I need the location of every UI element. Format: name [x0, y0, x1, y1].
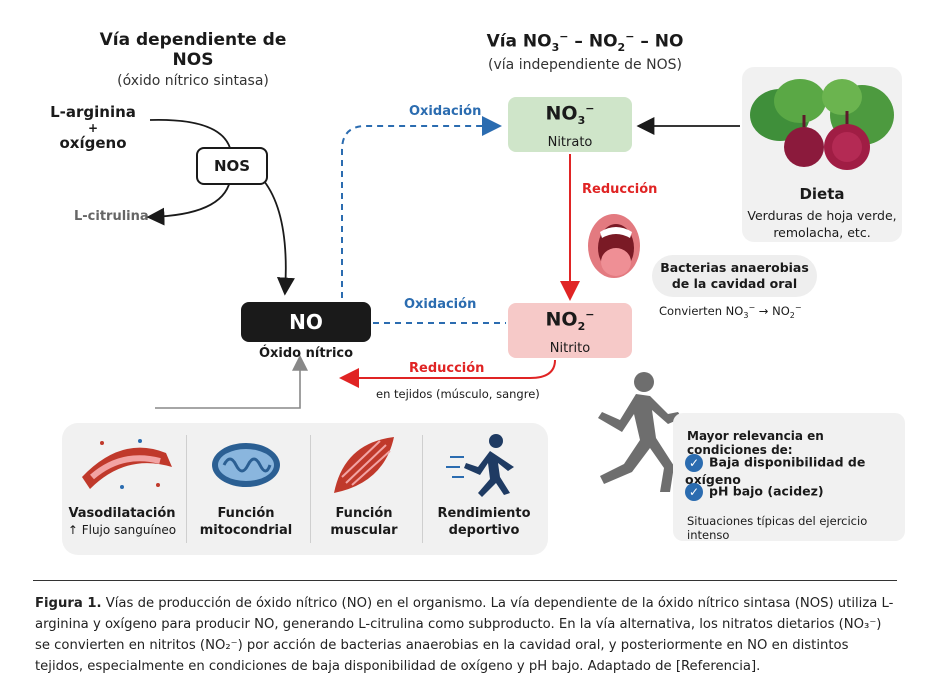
nitrite-formula: NO2− — [545, 308, 595, 334]
label-oxidation-mid: Oxidación — [404, 297, 477, 312]
condition-item: ✓pH bajo (acidez) — [685, 483, 824, 501]
substrate-oxygen: oxígeno — [59, 134, 127, 152]
mouth-icon — [588, 214, 640, 278]
diet-text: Verduras de hoja verde, remolacha, etc. — [747, 208, 897, 240]
runner-icon — [446, 434, 514, 497]
arrow-no-oxidation-nitrate — [341, 116, 502, 298]
label-reduction-vertical: Reducción — [582, 182, 658, 197]
conditions-title: Mayor relevancia en condiciones de: — [687, 429, 824, 457]
muscle-icon — [334, 437, 394, 493]
nitrate-formula: NO3− — [545, 102, 595, 128]
caption-label: Figura 1. — [35, 596, 102, 611]
arrow-nitrite-to-no — [339, 359, 556, 388]
nitrite-name: Nitrito — [549, 340, 591, 356]
left-pathway-header: Vía dependiente de NOS (óxido nítrico si… — [78, 30, 308, 89]
nos-substrates: L-arginina + oxígeno — [38, 103, 148, 153]
diet-title: Dieta — [799, 185, 845, 203]
bacteria-label: Bacterias anaerobias de la cavidad oral — [660, 260, 809, 291]
label-reduction-bottom: Reducción — [409, 361, 485, 376]
effect-label: Función muscular — [330, 506, 398, 538]
no-name: Óxido nítrico — [258, 346, 354, 361]
substrate-plus: + — [87, 121, 99, 135]
right-pathway-subtitle: (vía independiente de NOS) — [488, 57, 682, 74]
byproduct-citrulline: L-citrulina — [74, 209, 149, 224]
check-icon: ✓ — [685, 483, 703, 501]
arrow-substrates-to-nos — [149, 119, 231, 149]
arrow-effects-to-no — [155, 354, 308, 409]
conditions-footer: Situaciones típicas del ejercicio intens… — [687, 514, 868, 542]
no-box: NO — [241, 302, 371, 342]
figure-caption: Figura 1. Vías de producción de óxido ní… — [35, 593, 897, 677]
caption-text: Vías de producción de óxido nítrico (NO)… — [35, 596, 894, 674]
effect-label: Rendimiento deportivo — [437, 506, 531, 538]
nitrate-name: Nitrato — [547, 134, 593, 150]
bacteria-conversion: Convierten NO3− → NO2− — [659, 303, 802, 321]
right-pathway-title: Vía NO3− – NO2− – NO — [486, 30, 684, 55]
substrate-arginine: L-arginina — [50, 103, 136, 121]
effect-label: Función mitocondrial — [199, 506, 293, 538]
effect-label: Vasodilatación ↑ Flujo sanguíneo — [67, 506, 177, 537]
runner-silhouette-icon — [598, 372, 682, 492]
check-icon: ✓ — [685, 454, 703, 472]
effect-performance: Rendimiento deportivo — [424, 423, 544, 555]
effect-divider — [310, 435, 311, 543]
nos-enzyme-box: NOS — [196, 147, 268, 185]
condition-item: ✓Baja disponibilidad de oxígeno — [685, 454, 866, 487]
left-pathway-title: Vía dependiente de NOS — [99, 30, 287, 70]
label-oxidation-top: Oxidación — [409, 104, 482, 119]
vegetables-icon — [750, 79, 894, 170]
mitochondrion-icon — [212, 443, 280, 487]
conditions-panel: Mayor relevancia en condiciones de: ✓Baj… — [673, 413, 905, 542]
arrow-nos-to-citrulline — [146, 180, 231, 226]
bacteria-pill: Bacterias anaerobias de la cavidad oral — [652, 255, 817, 297]
effect-divider — [186, 435, 187, 543]
caption-rule — [33, 580, 897, 581]
effects-panel: Vasodilatación ↑ Flujo sanguíneo Función… — [62, 423, 548, 555]
effect-divider — [422, 435, 423, 543]
effect-muscle: Función muscular — [304, 423, 424, 555]
effect-vasodilation: Vasodilatación ↑ Flujo sanguíneo — [62, 423, 182, 555]
vessel-icon — [82, 439, 172, 489]
nitrite-box: NO2− Nitrito — [508, 303, 632, 358]
left-pathway-subtitle: (óxido nítrico sintasa) — [117, 73, 269, 89]
label-reduction-note: en tejidos (músculo, sangre) — [376, 387, 540, 401]
diet-panel: Dieta Verduras de hoja verde, remolacha,… — [742, 67, 902, 242]
right-pathway-header: Vía NO3− – NO2− – NO (vía independiente … — [455, 30, 715, 73]
effect-mitochondria: Función mitocondrial — [186, 423, 306, 555]
arrow-nos-to-no — [263, 180, 295, 296]
nitrate-box: NO3− Nitrato — [508, 97, 632, 152]
